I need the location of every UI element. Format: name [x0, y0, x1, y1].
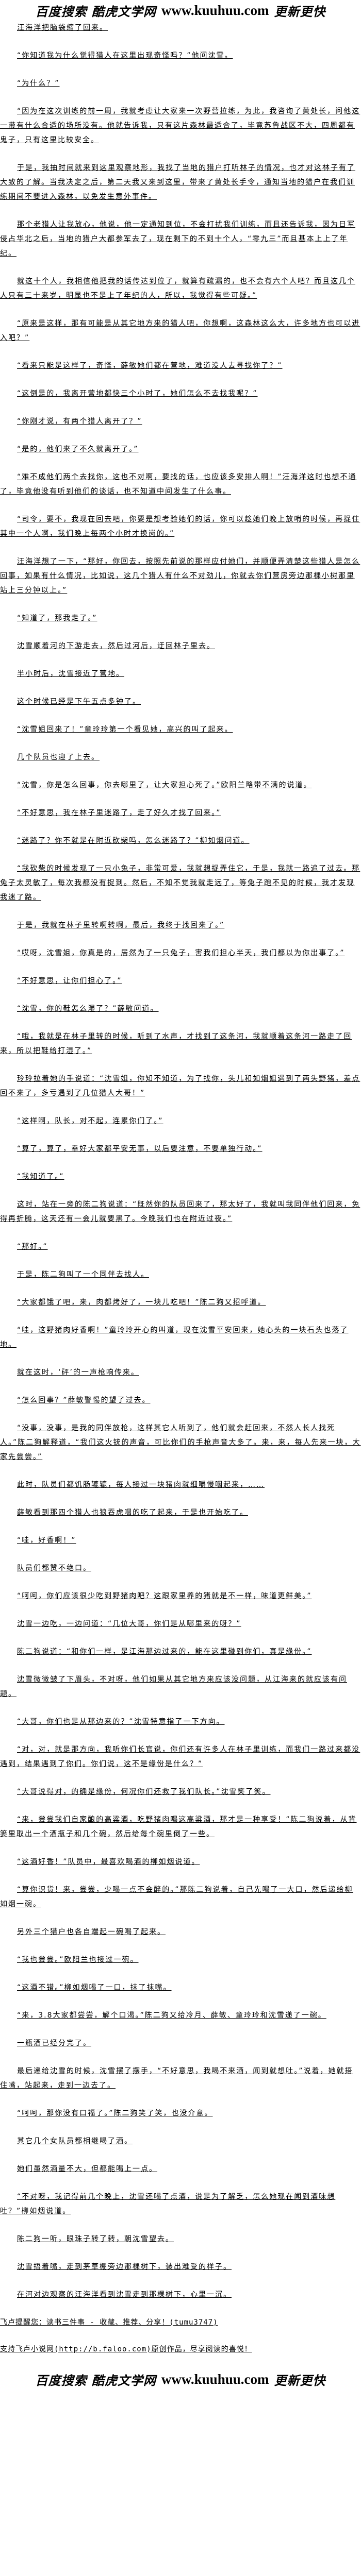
banner-slogan: 更新更快 — [274, 2372, 326, 2388]
story-paragraph: 沈雪微微皱了下眉头，不对呀，他们如果从其它地方来应该没问题，从江海来的就应该有问… — [0, 1675, 347, 1698]
story-paragraph: 就这十个人，我相信他把我的话传达到位了，就算有疏漏的，也不会有六个人吧？而且这几… — [0, 277, 355, 300]
story-paragraph: 于是，我就在林子里转啊转啊，最后，我终于找回来了。” — [17, 921, 225, 929]
story-paragraph: “原来是这样，那有可能是从其它地方来的猎人吧，你想啊，这森林这么大，许多地方也可… — [0, 319, 360, 342]
story-paragraph: “这倒是的，我离开营地都快三个小时了，她们怎么不去找我呢？” — [17, 389, 258, 398]
story-paragraph: 汪海洋想了一下，“那好，你回去，按照先前说的那样应付她们，并顺便弄清楚这些猎人是… — [0, 557, 360, 595]
story-paragraph: “司令，要不，我现在回去吧，你要是想考验她们的话，你可以趁她们晚上放哨的时候，再… — [0, 515, 360, 538]
story-paragraph: “这样啊，队长，对不起，连累你们了。” — [17, 1117, 163, 1125]
reminder-note: 飞卢提醒您：读书三件事 - 收藏、推荐、分享！(tumu3747) — [0, 2318, 218, 2327]
story-paragraph: 一瓶酒已经分完了。 — [17, 2039, 91, 2047]
story-paragraph: “来，尝尝我们自家酿的高粱酒，吃野猪肉喝这高粱酒，那才是一种享受！”陈二狗说着，… — [0, 1816, 357, 1838]
story-paragraph: “不好意思，让你们担心了。” — [17, 977, 122, 985]
story-paragraph: “我知道了。” — [17, 1173, 64, 1181]
story-paragraph: “为什么？” — [17, 79, 60, 88]
story-paragraph: “这酒不错。”柳如烟喝了一口，抹了抹嘴。 — [17, 1984, 172, 1992]
story-paragraph: 几个队员也迎了上去。 — [17, 753, 100, 761]
story-paragraph: “算你识货！来，尝尝，少喝一点不会醉的。”那陈二狗说着，自己先喝了一大口，然后递… — [0, 1886, 353, 1908]
story-paragraph: “不对呀，我记得前几个晚上，沈雪还喝了点酒，说是为了解乏，怎么她现在闻到酒味想吐… — [0, 2193, 336, 2215]
story-paragraph: 最后递给沈雪的时候，沈雪摆了摆手，“不好意思，我喝不来酒，闻到就想吐。”说着，她… — [0, 2067, 353, 2090]
story-paragraph: “怎么回事？”薛敏警惕的望了过去。 — [17, 1396, 151, 1404]
story-paragraph: “是的，他们来了不久就离开了。” — [17, 445, 139, 453]
story-paragraph: 队员们都赞不绝口。 — [17, 1564, 91, 1572]
story-paragraph: 半小时后，沈雪接近了营地。 — [17, 670, 124, 678]
story-paragraph: 她们虽然酒量不大，但都能喝上一点。 — [17, 2165, 157, 2173]
story-paragraph: 薛敏看到那四个猎人也狼吞虎咽的吃了起来，于是也开始吃了。 — [17, 1509, 248, 1517]
story-paragraph: “沈雪，你的鞋怎么湿了？”薛敏问道。 — [17, 1005, 159, 1013]
story-paragraph: 在河对边观察的汪海洋看到沈雪走到那棵树下，心里一沉。 — [17, 2291, 232, 2299]
banner-url: www.kuuhuu.com — [161, 2, 269, 18]
story-paragraph: “哦，我就是在林子里转的时候，听到了水声，才找到了这条河，我就顺着这条河一路走了… — [0, 1032, 352, 1055]
story-paragraph: “不好意思，我在林子里迷路了，走了好久才找了回来。” — [17, 809, 221, 817]
story-paragraph: 这时，站在一旁的陈二狗说道：“既然你的队员回来了，那太好了，我就叫我同伴他们回来… — [0, 1200, 360, 1223]
story-paragraph: “呵呵，那你没有口福了。”陈二狗笑了笑，也没介意。 — [17, 2109, 213, 2117]
story-paragraph: 陈二狗说道：“和你们一样，是江海那边过来的，能在这里碰到你们，真是缘份。” — [17, 1648, 312, 1656]
story-paragraph: 于是，我抽时间就来到这里观察地形，我找了当地的猎户打听林子的情况，也才对这林子有… — [0, 164, 355, 201]
story-paragraph: 另外三个猎户也各自端起一碗喝了起来。 — [17, 1928, 166, 1936]
story-paragraph: 这个时候已经是下午五点多钟了。 — [17, 698, 141, 706]
story-paragraph: “难不成他们两个去找你，这也不对啊，要找的话，也应该多安排人啊！”汪海洋这时也想… — [0, 473, 357, 496]
banner-url: www.kuuhuu.com — [161, 2371, 269, 2387]
story-paragraph: “知道了，那我走了。” — [17, 614, 97, 622]
story-paragraph: “哇，好香啊！” — [17, 1536, 76, 1545]
story-paragraph: 沈雪捂着嘴，走到茅草棚旁边那棵树下，装出难受的样子。 — [17, 2263, 232, 2271]
story-paragraph: 沈雪一边吃，一边问道：“几位大哥，你们是从哪里来的呀？” — [17, 1620, 241, 1628]
story-paragraph: “大哥，你们也是从那边来的？”沈雪特意指了一下方向。 — [17, 1718, 225, 1726]
story-paragraph: 玲玲拉着她的手说道：“沈雪姐，你知不知道，为了找你，头儿和如烟姐遇到了两头野猪，… — [0, 1075, 360, 1097]
story-paragraph: “算了，算了，幸好大家都平安无事，以后要注意，不要单独行动。” — [17, 1145, 262, 1153]
story-paragraph: “没事，没事，是我的同伴放枪，这样其它人听到了，他们就会赶回来，不然人长人找死人… — [0, 1424, 361, 1461]
story-paragraph: “看来只能是这样了，奇怪，薛敏她们都在营地，难道没人去寻找你了？” — [17, 362, 283, 370]
chapter-content: 汪海洋把脑袋缩了回来。 “你知道我为什么觉得猎人在这里出现奇怪吗？”他问沈雪。 “为… — [0, 21, 361, 2302]
story-paragraph: “沈雪姐回来了！”童玲玲第一个看见她，高兴的叫了起来。 — [17, 725, 233, 734]
story-paragraph: “哎呀，沈雪姐，你真是的，居然为了一只兔子，害我们担心半天，我们都以为你出事了。… — [17, 949, 345, 957]
story-paragraph: “你刚才说，有两个猎人离开了？” — [17, 417, 142, 426]
story-paragraph: 于是，陈二狗叫了一个同伴去找人。 — [17, 1270, 149, 1279]
story-paragraph: 沈雪顺着河的下游走去，然后过河后，迂回林子里去。 — [17, 642, 215, 650]
story-paragraph: 汪海洋把脑袋缩了回来。 — [17, 24, 108, 32]
site-banner-bottom: 百度搜索 酷虎文学网 www.kuuhuu.com 更新更快 — [0, 2369, 361, 2389]
story-paragraph: “大哥说得对，的确是缘份，何况你们还救了我们队长。”沈雪笑了笑。 — [17, 1788, 271, 1796]
story-paragraph: “呵呵，你们应该很少吃到野猪肉吧？这跟家里养的猪就是不一样，味道更鲜美。” — [17, 1592, 312, 1600]
story-paragraph: “对，对，就是那方向，我听你们长官说，你们还有许多人在林子里训练，而我们一路过来… — [0, 1745, 360, 1768]
story-paragraph: 陈二狗一听，眼珠子转了转，朝沈雪望去。 — [17, 2235, 174, 2243]
banner-slogan: 更新更快 — [274, 4, 326, 19]
story-paragraph: “沈雪，你是怎么回事，你去哪里了，让大家担心死了。”欧阳兰略带不满的说道。 — [17, 781, 312, 789]
story-paragraph: “迷路了？你不就是在附近砍柴吗，怎么迷路了？”柳如烟问道。 — [17, 837, 250, 845]
banner-site-name: 百度搜索 酷虎文学网 — [35, 2372, 156, 2388]
story-paragraph: “我也尝尝。”欧阳兰也接过一碗。 — [17, 1956, 139, 1964]
story-paragraph: “因为在这次训练的前一周，我就考虑让大家来一次野营拉练，为此，我咨询了黄处长，问… — [0, 107, 360, 144]
story-paragraph: “那好。” — [17, 1243, 48, 1251]
story-paragraph: 就在这时，‘砰’的一声枪响传来。 — [17, 1368, 139, 1377]
story-paragraph: “哇，这野猪肉好香啊！”童玲玲开心的叫道，现在沈雪平安回来，她心头的一块石头也落… — [0, 1326, 349, 1349]
support-note: 支持飞卢小说网(http://b.faloo.com)原创作品，尽享阅读的喜悦！ — [0, 2345, 252, 2353]
story-paragraph: 此时，队员们都饥肠辘辘，每人接过一块猪肉就细嚼慢咽起来，…… — [17, 1481, 265, 1489]
story-paragraph: “来，3.8大家都尝尝，解个口渴。”陈二狗又给冷月、薛敏、童玲玲和沈雪递了一碗。 — [17, 2011, 326, 2020]
story-paragraph: 那个老猎人让我放心，他说，他一定通知到位，不会打扰我们训练，而且还告诉我，因为日… — [0, 221, 355, 258]
story-paragraph: “这酒好香！”队员中，最喜欢喝酒的柳如烟说道。 — [17, 1858, 200, 1866]
story-paragraph: “我砍柴的时候发现了一只小兔子，非常可爱，我就想捉弄住它，于是，我就一路追了过去… — [0, 865, 360, 902]
banner-site-name: 百度搜索 酷虎文学网 — [35, 4, 156, 19]
story-paragraph: 其它几个女队员都相继喝了酒。 — [17, 2137, 133, 2145]
story-paragraph: “你知道我为什么觉得猎人在这里出现奇怪吗？”他问沈雪。 — [17, 52, 233, 60]
story-paragraph: “大家都饿了吧，来，肉都烤好了，一块儿吃吧！”陈二狗又招呼道。 — [17, 1298, 266, 1307]
site-banner-top: 百度搜索 酷虎文学网 www.kuuhuu.com 更新更快 — [0, 0, 361, 21]
